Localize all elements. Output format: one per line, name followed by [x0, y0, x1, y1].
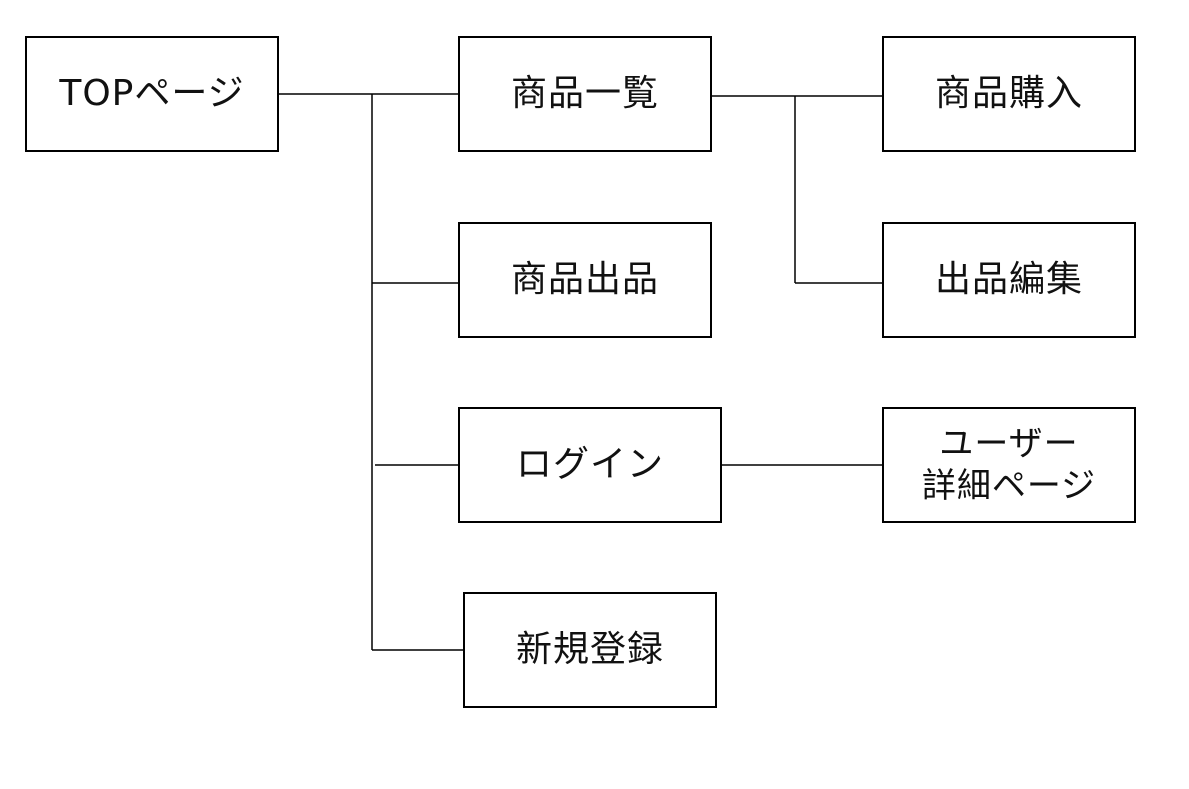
node-product-purchase-label: 商品購入 [934, 73, 1083, 115]
node-signup-label: 新規登録 [515, 629, 664, 671]
node-product-list: 商品一覧 [458, 36, 712, 152]
node-signup: 新規登録 [463, 592, 717, 708]
node-product-purchase: 商品購入 [882, 36, 1136, 152]
node-listing-edit: 出品編集 [882, 222, 1136, 338]
node-login-label: ログイン [515, 444, 664, 486]
node-user-detail-page-label: ユーザー 詳細ページ [921, 423, 1097, 507]
node-top-page-label: TOPページ [59, 73, 245, 115]
node-product-list-label: 商品一覧 [510, 73, 659, 115]
node-listing-edit-label: 出品編集 [934, 259, 1083, 301]
node-login: ログイン [458, 407, 722, 523]
node-product-listing-label: 商品出品 [510, 259, 659, 301]
node-user-detail-page: ユーザー 詳細ページ [882, 407, 1136, 523]
node-product-listing: 商品出品 [458, 222, 712, 338]
node-top-page: TOPページ [25, 36, 279, 152]
